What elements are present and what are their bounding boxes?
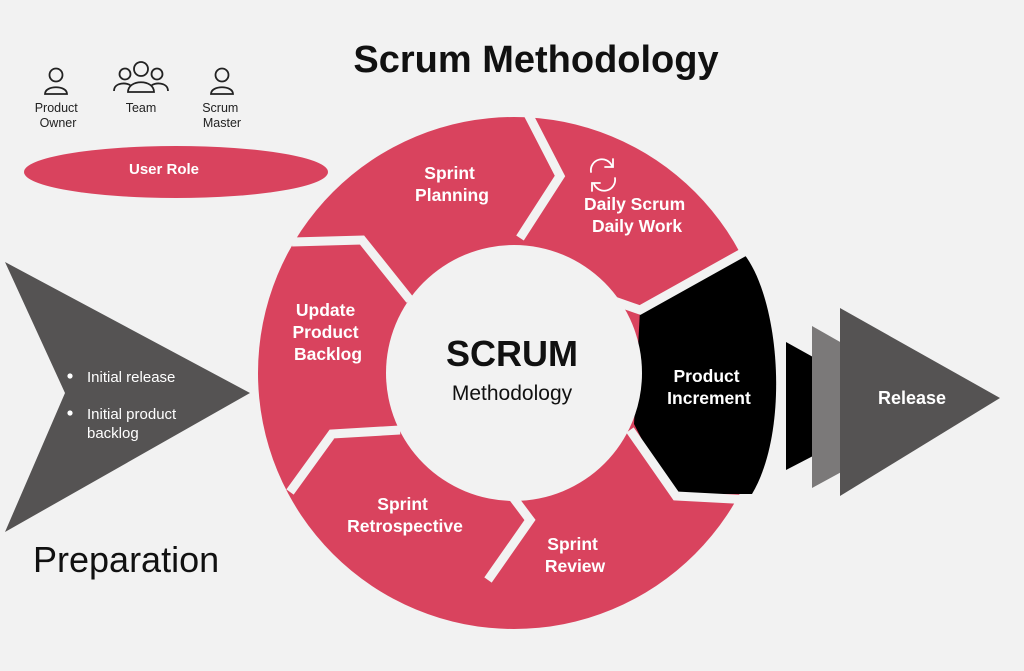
divider-planning-daily [516,111,566,241]
center-subtitle: Methodology [452,382,573,405]
role-label-product-owner: Product Owner [35,101,82,130]
person-icon [210,67,234,95]
segment-label-sprint-retrospective: Sprint Retrospective [347,494,463,536]
prep-item-2: Initial product backlog [87,406,180,442]
user-role-label: User Role [129,161,199,178]
prep-item-1: Initial release [87,369,175,386]
role-label-team: Team [126,101,157,115]
bullet-2 [67,410,73,416]
segment-label-product-increment: Product Increment [667,366,751,408]
divider-backlog-planning [291,235,414,303]
segment-label-update-product-backlog: Update Product Backlog [293,300,364,364]
bullet-1 [67,373,73,379]
release-label: Release [878,388,946,408]
segment-dividers [286,111,753,583]
user-role-ellipse [24,146,328,198]
segment-label-sprint-review: Sprint Review [545,534,606,576]
center-title: SCRUM [446,333,578,374]
segment-label-daily-scrum: Daily Scrum Daily Work [584,194,690,236]
role-label-scrum-master: Scrum Master [202,101,242,130]
page-title: Scrum Methodology [353,39,718,81]
divider-retro-backlog [286,425,401,495]
scrum-cycle [258,111,777,629]
release-arrow-front [840,308,1000,496]
team-icon [113,61,169,93]
divider-increment-review [626,427,753,505]
cycle-center [386,245,642,501]
product-increment-segment [634,254,777,494]
refresh-icon [590,158,616,192]
person-icon [44,67,68,95]
preparation-arrow [5,262,250,532]
segment-label-sprint-planning: Sprint Planning [415,163,489,205]
divider-review-retro [484,493,536,583]
preparation-label: Preparation [33,539,219,580]
